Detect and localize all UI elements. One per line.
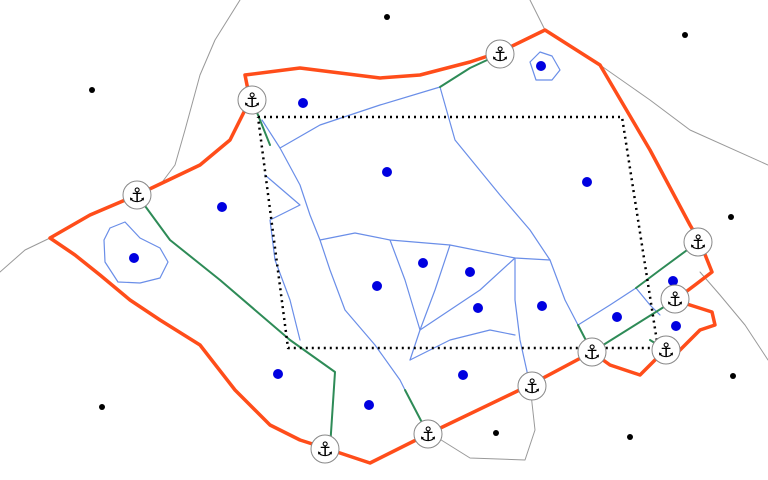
anchor-icon[interactable]: ⚓: [517, 371, 547, 401]
inner-edges: [103, 51, 661, 391]
svg-text:⚓: ⚓: [128, 183, 146, 207]
inner-site-dot: [668, 276, 678, 286]
inner-edge: [261, 119, 406, 391]
outer-edges: [0, 0, 768, 461]
outer-site-dot: [384, 14, 390, 20]
svg-text:⚓: ⚓: [419, 422, 437, 446]
anchor-icon[interactable]: ⚓: [651, 335, 681, 365]
ports: ⚓ ⚓ ⚓ ⚓ ⚓ ⚓ ⚓ ⚓ ⚓ ⚓: [122, 39, 713, 464]
inner-site-dot: [458, 370, 468, 380]
anchor-icon[interactable]: ⚓: [485, 39, 515, 69]
inner-site-dot: [129, 253, 139, 263]
coast-link: [136, 194, 336, 449]
outer-edge: [529, 0, 546, 31]
territory-boundary: [48, 28, 717, 465]
sites: [89, 14, 736, 440]
svg-text:⚓: ⚓: [316, 437, 334, 461]
inner-edge: [279, 86, 441, 149]
inner-site-dot: [372, 281, 382, 291]
svg-text:⚓: ⚓: [583, 340, 601, 364]
outer-edge: [599, 64, 768, 166]
inner-site-dot: [536, 61, 546, 71]
outer-edge: [0, 237, 51, 273]
inner-site-dot: [473, 303, 483, 313]
boundary-line: [48, 28, 717, 465]
outer-site-dot: [89, 87, 95, 93]
outer-edge: [699, 271, 768, 361]
inner-site-dot: [418, 258, 428, 268]
inner-site-dot: [217, 202, 227, 212]
outer-edge: [429, 384, 536, 461]
svg-text:⚓: ⚓: [523, 374, 541, 398]
inner-edge: [389, 239, 421, 331]
inner-site-dot: [465, 267, 475, 277]
inner-site-dot: [382, 167, 392, 177]
anchor-icon[interactable]: ⚓: [660, 284, 690, 314]
coast-link: [635, 241, 699, 289]
anchor-icon[interactable]: ⚓: [413, 419, 443, 449]
anchor-icon[interactable]: ⚓: [577, 337, 607, 367]
inner-site-dot: [364, 400, 374, 410]
inner-edge: [409, 244, 451, 361]
inner-site-dot: [273, 369, 283, 379]
svg-text:⚓: ⚓: [491, 42, 509, 66]
inner-edge: [103, 221, 169, 284]
inner-edge: [514, 257, 531, 386]
inner-edge: [409, 329, 516, 361]
anchor-icon[interactable]: ⚓: [122, 180, 152, 210]
svg-text:⚓: ⚓: [657, 338, 675, 362]
inner-edge: [419, 257, 516, 331]
inner-edge: [529, 51, 561, 81]
inner-site-dot: [582, 177, 592, 187]
inner-edge: [264, 174, 301, 341]
outer-site-dot: [493, 430, 499, 436]
coast-link: [591, 299, 676, 353]
outer-site-dot: [682, 32, 688, 38]
inner-site-dot: [612, 312, 622, 322]
outer-edge: [159, 0, 241, 186]
anchor-icon[interactable]: ⚓: [683, 227, 713, 257]
outer-site-dot: [627, 434, 633, 440]
outer-site-dot: [728, 214, 734, 220]
inner-site-dot: [671, 321, 681, 331]
coast-links: [136, 53, 699, 449]
selection-box[interactable]: [256, 115, 660, 350]
outer-site-dot: [730, 373, 736, 379]
svg-text:⚓: ⚓: [243, 88, 261, 112]
svg-text:⚓: ⚓: [666, 287, 684, 311]
svg-text:⚓: ⚓: [689, 230, 707, 254]
anchor-icon[interactable]: ⚓: [310, 434, 340, 464]
inner-edge: [439, 86, 579, 326]
inner-site-dot: [298, 98, 308, 108]
inner-site-dot: [537, 301, 547, 311]
anchor-icon[interactable]: ⚓: [237, 85, 267, 115]
inner-edge: [319, 232, 551, 261]
outer-site-dot: [99, 404, 105, 410]
selection-rectangle: [256, 115, 660, 350]
